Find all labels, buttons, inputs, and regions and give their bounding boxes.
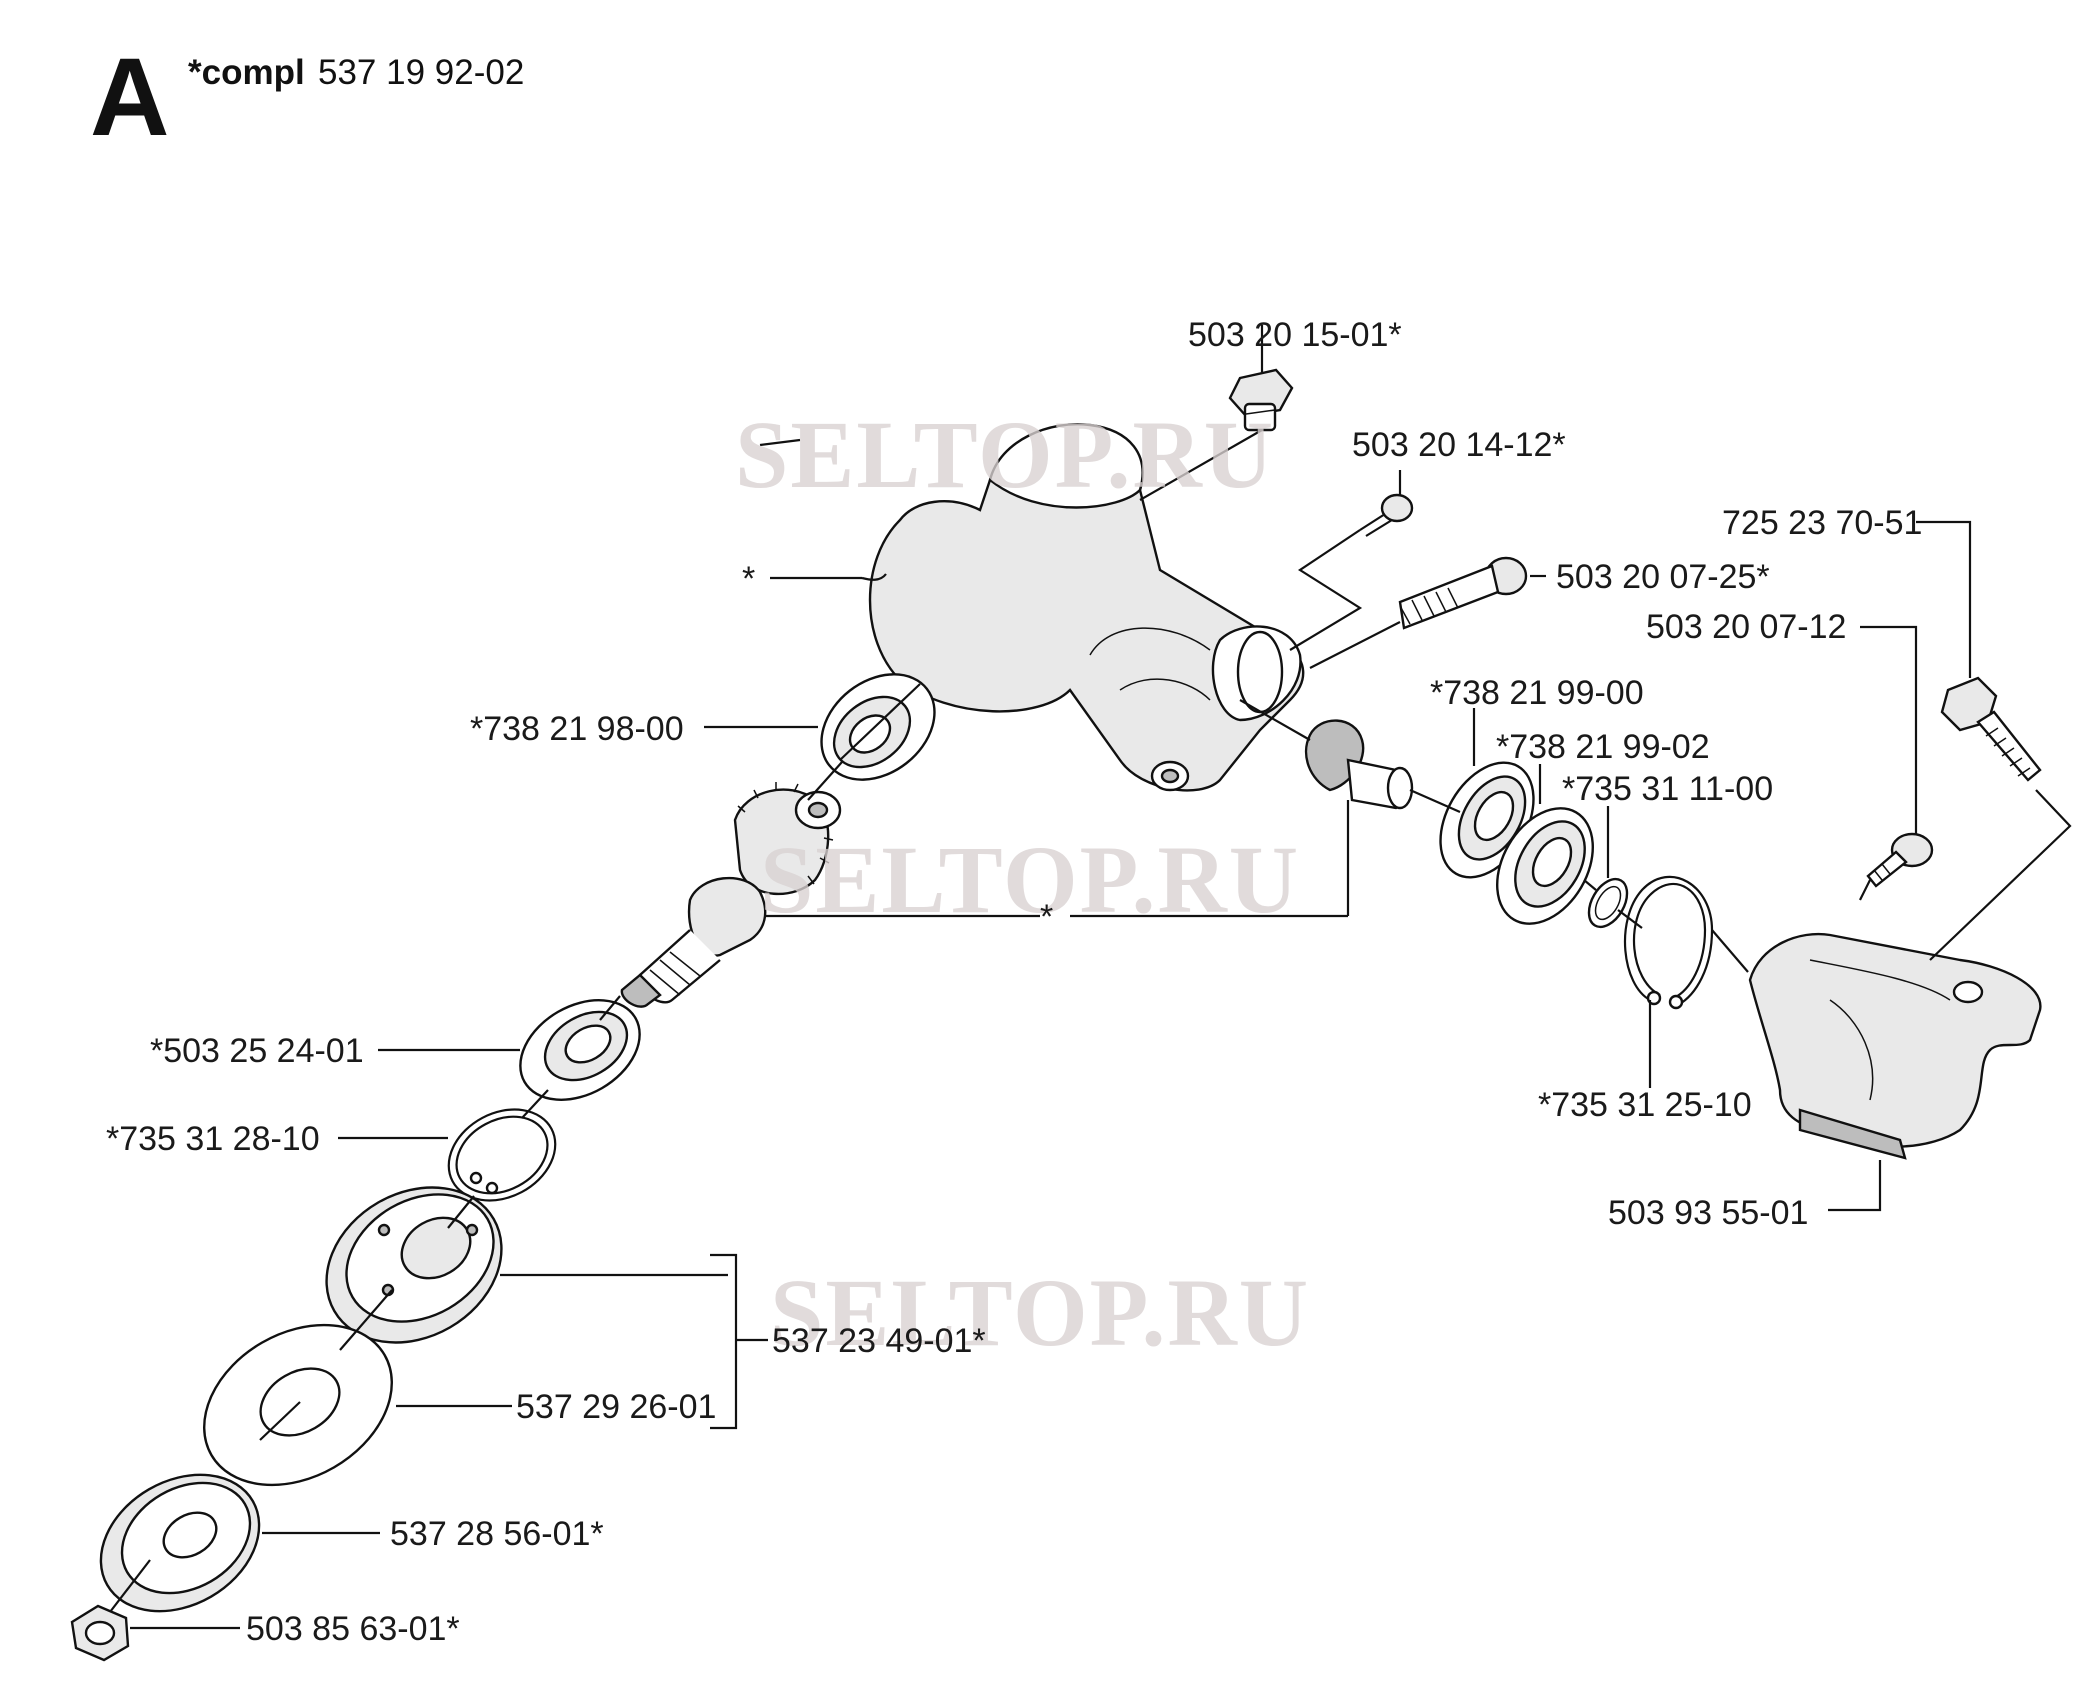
retaining-ring-large-part [447, 1108, 557, 1202]
support-cup-part [99, 1473, 261, 1613]
label-housing-asterisk: * [742, 560, 755, 598]
label-537-29-26-01: 537 29 26-01 [516, 1388, 716, 1426]
label-735-31-11-00: *735 31 11-00 [1562, 770, 1773, 808]
leader-lines [109, 325, 2072, 1630]
label-738-21-99-02: *738 21 99-02 [1496, 728, 1710, 766]
section-letter: A [90, 36, 169, 159]
label-537-23-49-01: 537 23 49-01* [772, 1322, 986, 1360]
label-503-25-24-01: *503 25 24-01 [150, 1032, 364, 1070]
label-735-31-28-10: *735 31 28-10 [106, 1120, 320, 1158]
label-503-20-14-12: 503 20 14-12* [1352, 426, 1566, 464]
label-738-21-98-00: *738 21 98-00 [470, 710, 684, 748]
small-screw-part [1359, 493, 1414, 537]
hex-bolt-part [1940, 676, 2042, 782]
bearing-outer-part [1496, 807, 1594, 925]
watermark-middle: SELTOP.RU [760, 826, 1300, 933]
label-503-20-15-01: 503 20 15-01* [1188, 316, 1402, 354]
drive-disc-part [325, 1186, 503, 1344]
label-738-21-99-00: *738 21 99-00 [1430, 674, 1644, 712]
watermark-top: SELTOP.RU [735, 401, 1275, 508]
bearing-upper-part [820, 673, 936, 781]
spindle-gear-part [620, 782, 842, 1008]
gear-housing-part [868, 423, 1305, 792]
nut-part [70, 1604, 130, 1662]
circlip-part [1623, 875, 1714, 1010]
gear-cover-part [1748, 932, 2042, 1160]
compl-number: 537 19 92-02 [318, 53, 524, 92]
label-503-20-07-12: 503 20 07-12 [1646, 608, 1846, 646]
label-537-28-56-01: 537 28 56-01* [390, 1515, 604, 1553]
compl-prefix: *compl [188, 53, 305, 92]
long-bolt-part [1398, 556, 1528, 630]
retaining-ring-small-part [1587, 877, 1629, 929]
bearing-mid-part [1439, 761, 1535, 879]
watermark-bottom: SELTOP.RU [770, 1259, 1310, 1366]
label-735-31-25-10: *735 31 25-10 [1538, 1086, 1752, 1124]
label-503-85-63-01: 503 85 63-01* [246, 1610, 460, 1648]
bearing-lower-part [519, 999, 641, 1101]
pinion-gear-part [1304, 719, 1414, 810]
label-725-23-70-51: 725 23 70-51 [1722, 504, 1922, 542]
cover-screw-part [1866, 832, 1934, 888]
label-gearset-asterisk: * [1040, 898, 1053, 936]
label-503-20-07-25: 503 20 07-25* [1556, 558, 1770, 596]
label-503-93-55-01: 503 93 55-01 [1608, 1194, 1808, 1232]
